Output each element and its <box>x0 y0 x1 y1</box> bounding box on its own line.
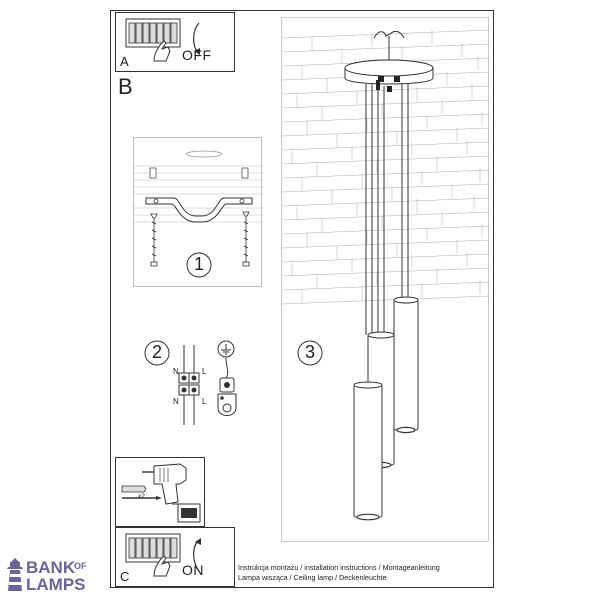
breaker-box-icon <box>125 18 181 62</box>
panel-a-switch-off: A OFF <box>115 12 235 72</box>
arrow-up-icon <box>193 538 201 571</box>
wire-label-l-bottom: L <box>202 397 207 406</box>
step-3-circle <box>297 340 323 366</box>
caption-instructions: Instrukcja montażu / installation instru… <box>238 563 440 572</box>
instruction-sheet <box>110 10 494 588</box>
step-1-circle <box>186 252 212 278</box>
pendant-lamp-drawing <box>344 30 434 521</box>
ceiling-brick-pattern <box>281 29 491 305</box>
arrow-down-icon <box>193 22 200 55</box>
step-2-circle <box>144 340 170 366</box>
breaker-box-icon <box>125 533 181 577</box>
panel-drill: x2 <box>115 457 205 527</box>
lighthouse-icon <box>7 558 23 591</box>
wire-label-l-top: L <box>202 367 207 376</box>
step-1-number: 1 <box>194 254 205 274</box>
brand-logo: BANK OF LAMPS <box>4 558 104 594</box>
on-label: ON <box>182 562 204 578</box>
panel-c-letter: C <box>120 569 130 584</box>
quantity-label: x2 <box>138 493 145 500</box>
ground-terminal-drawing <box>217 340 237 416</box>
wire-label-n-bottom: N <box>173 397 179 406</box>
terminal-block-drawing <box>178 345 200 425</box>
panel-a-letter: A <box>120 54 129 69</box>
wire-label-n-top: N <box>173 367 179 376</box>
panel-c-switch-on: C ON <box>115 527 235 587</box>
caption-product: Lampa wisząca / Ceiling lamp / Deckenleu… <box>238 573 387 582</box>
step-3-number: 3 <box>305 342 316 362</box>
section-b-letter: B <box>118 74 133 99</box>
brand-word-bank: BANK <box>26 558 76 577</box>
off-label: OFF <box>182 47 212 63</box>
brand-word-lamps: LAMPS <box>26 575 86 594</box>
step-2-number: 2 <box>152 342 163 362</box>
ceiling-bracket-drawing <box>134 150 263 267</box>
brand-word-of: OF <box>74 561 87 571</box>
drill-icon <box>121 463 201 523</box>
